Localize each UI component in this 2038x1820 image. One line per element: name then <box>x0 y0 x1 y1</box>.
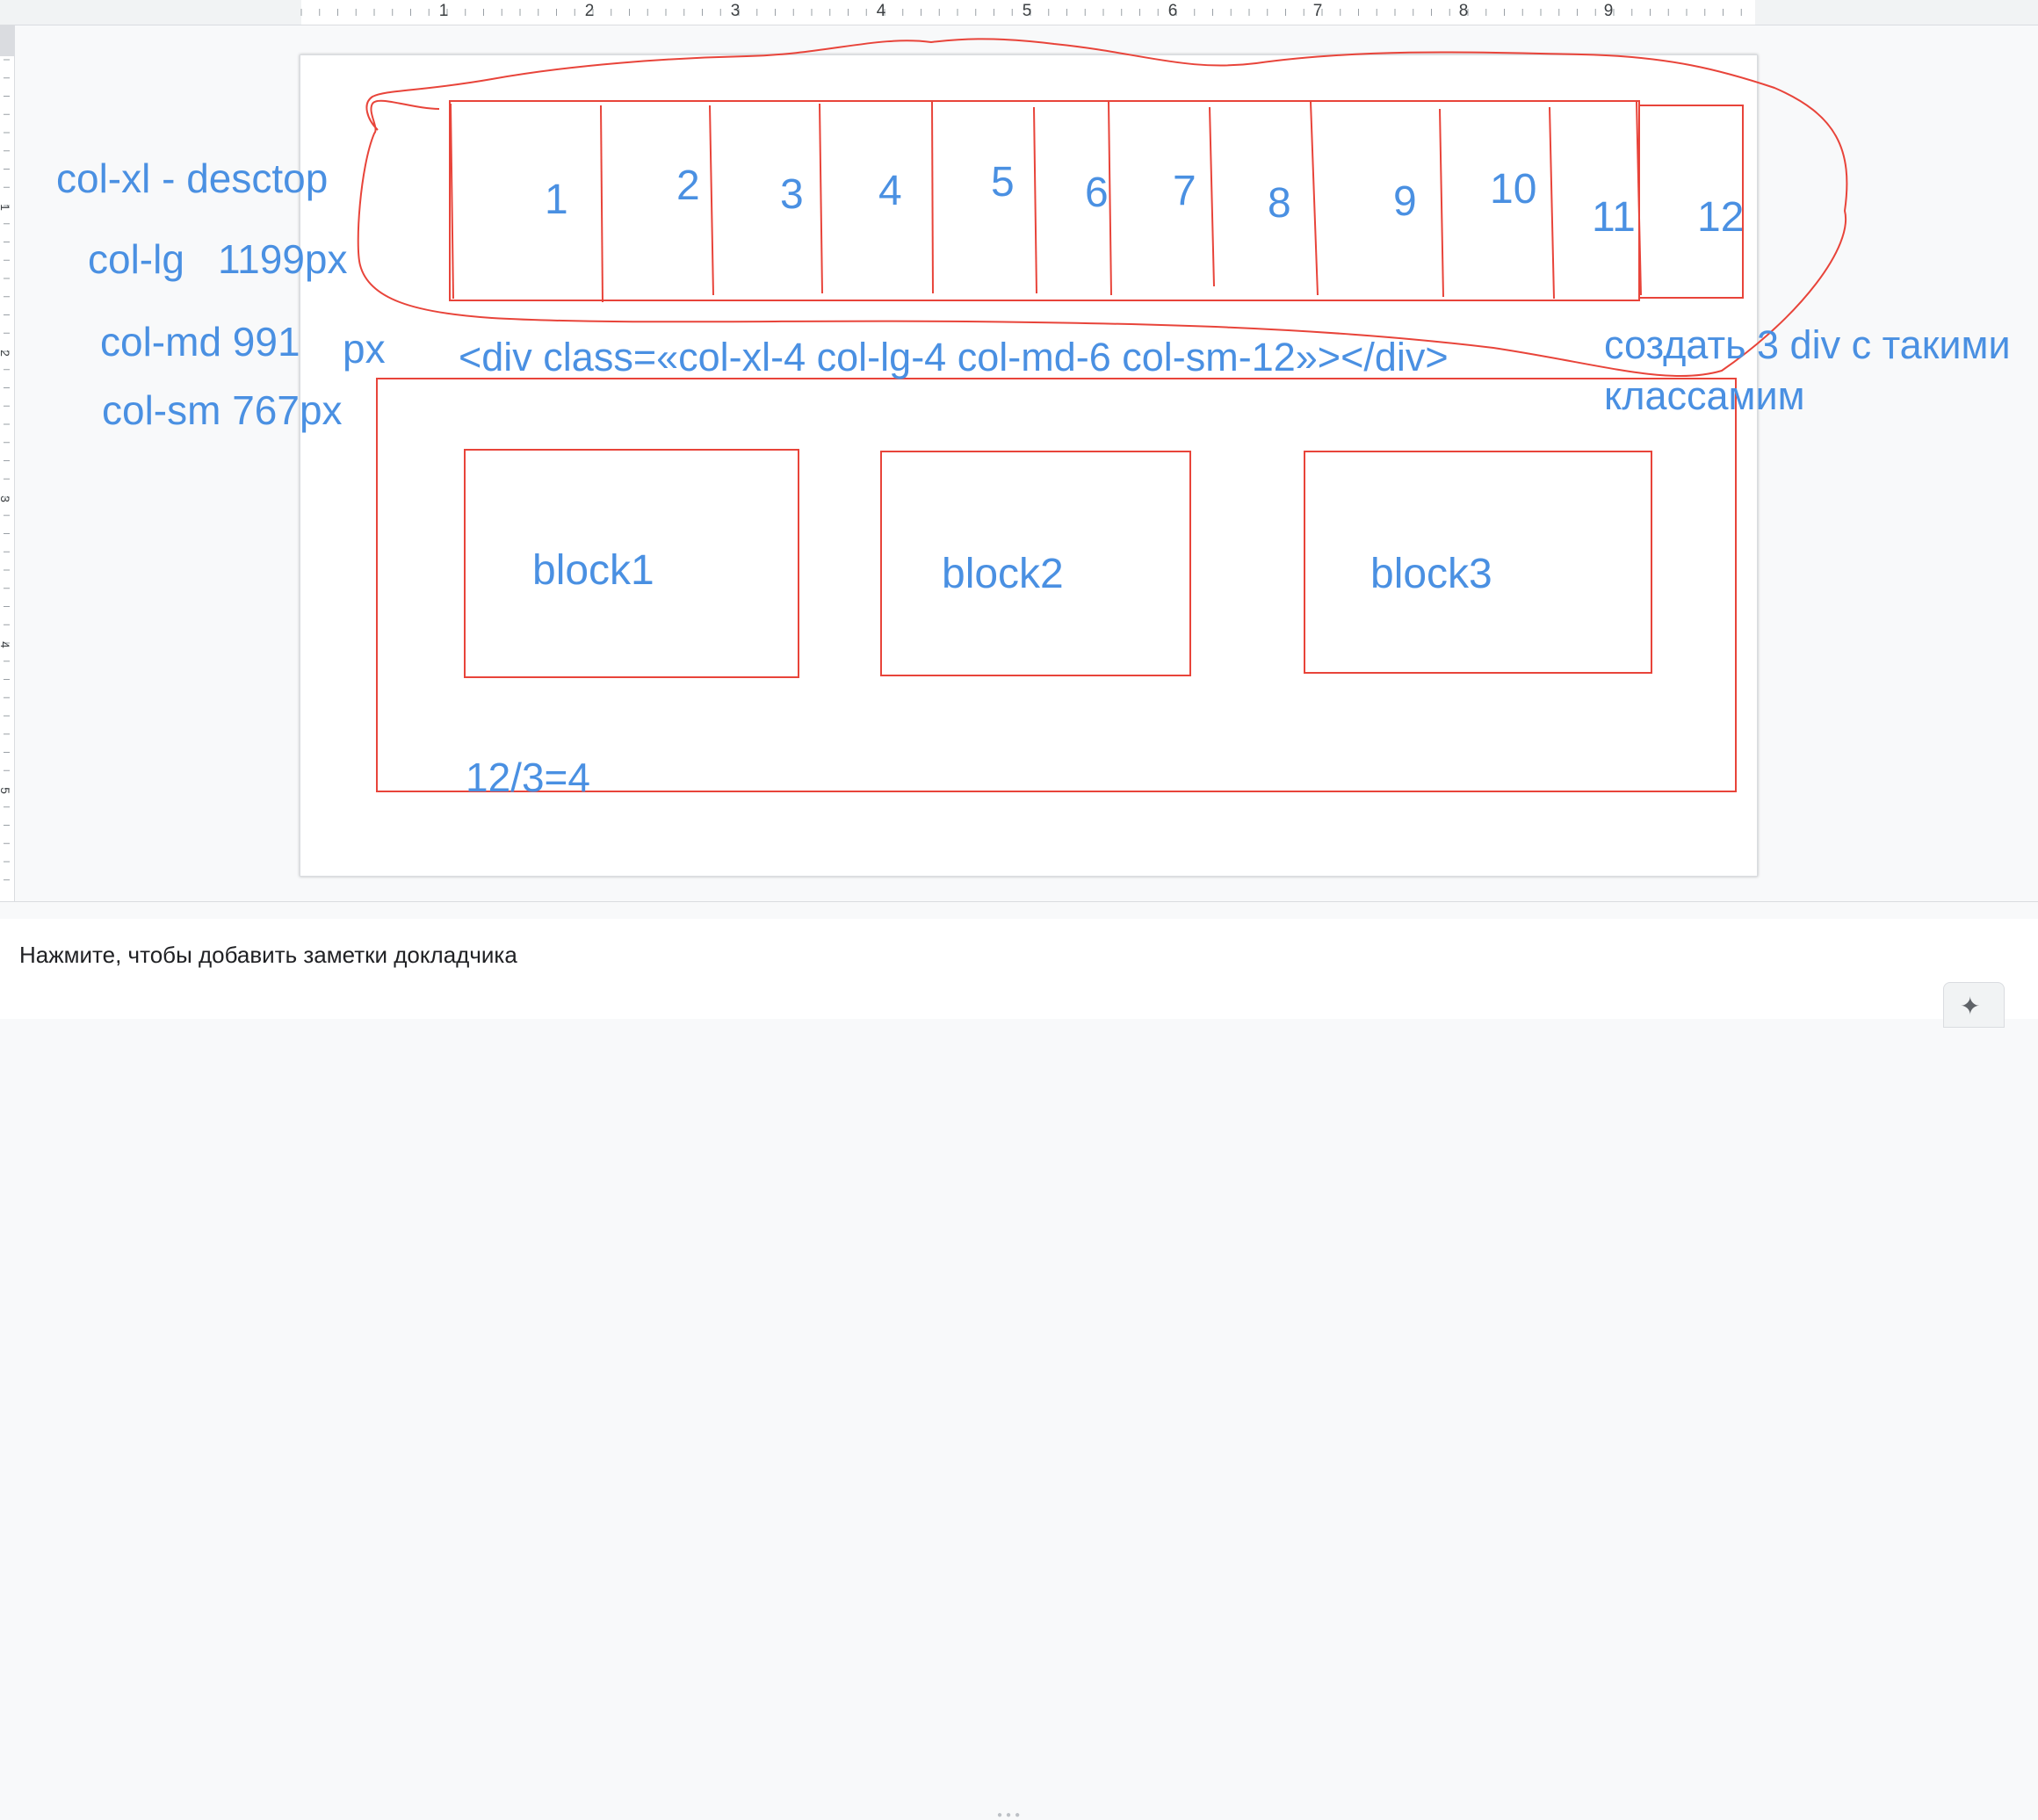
ruler-number: 2 <box>584 2 595 20</box>
vertical-ruler-ticks <box>4 59 10 881</box>
grid-number: 3 <box>780 171 804 218</box>
grid-number: 9 <box>1393 178 1417 225</box>
grid-number: 2 <box>676 162 700 209</box>
grid-number: 7 <box>1173 168 1196 214</box>
grid-number: 12 <box>1697 194 1745 241</box>
drag-dots-icon[interactable]: ●●● <box>997 1810 1024 1820</box>
instruction-line-2: классамим <box>1604 373 1805 418</box>
sparkle-icon: ✦ <box>1960 993 1981 1020</box>
ruler-number: 4 <box>876 2 886 20</box>
horizontal-ruler-active-area <box>301 0 1755 25</box>
breakpoint-md-unit: px <box>343 326 386 372</box>
ruler-number: 2 <box>0 350 12 357</box>
ruler-number: 7 <box>1312 2 1323 20</box>
breakpoint-sm-label: col-sm 767px <box>102 387 343 433</box>
breakpoint-md-label: col-md 991 <box>100 319 300 365</box>
instruction-line-1: создать 3 div с такими <box>1604 322 2011 367</box>
breakpoint-lg-label: col-lg <box>88 236 184 282</box>
ruler-number: 5 <box>0 787 12 794</box>
ruler-number: 9 <box>1603 2 1614 20</box>
formula-text: 12/3=4 <box>466 755 590 800</box>
breakpoint-xl-label: col-xl - desctop <box>56 155 329 201</box>
ruler-number: 3 <box>0 495 12 502</box>
speaker-notes-placeholder[interactable]: Нажмите, чтобы добавить заметки докладчи… <box>19 942 517 968</box>
grid-number: 4 <box>878 168 902 214</box>
block1-label: block1 <box>532 547 654 594</box>
ruler-number: 6 <box>1167 2 1178 20</box>
grid-number: 11 <box>1592 194 1636 241</box>
ruler-number: 1 <box>438 2 449 20</box>
block2-label: block2 <box>942 551 1064 597</box>
ruler-number: 1 <box>0 204 12 211</box>
notes-resize-handle[interactable]: ●●● <box>0 901 2038 1820</box>
grid-number: 5 <box>991 159 1015 206</box>
vertical-ruler-head <box>0 25 14 56</box>
grid-number: 1 <box>545 177 568 223</box>
block3-label: block3 <box>1370 551 1492 597</box>
ruler-number: 4 <box>0 641 12 648</box>
grid-number: 8 <box>1268 180 1291 227</box>
notes-assist-button[interactable]: ✦ <box>1943 982 2005 1028</box>
grid-number: 6 <box>1085 170 1109 216</box>
slide-canvas[interactable] <box>300 54 1758 877</box>
speaker-notes-panel[interactable] <box>0 919 2038 1019</box>
vertical-ruler: 1 2 3 4 5 <box>0 25 15 901</box>
breakpoint-lg-value: 1199px <box>218 236 348 282</box>
ruler-number: 8 <box>1458 2 1469 20</box>
ruler-number: 5 <box>1022 2 1032 20</box>
grid-number: 10 <box>1490 166 1537 213</box>
horizontal-ruler-ticks <box>300 9 1742 16</box>
ruler-number: 3 <box>730 2 741 20</box>
code-line: <div class=«col-xl-4 col-lg-4 col-md-6 c… <box>459 335 1449 379</box>
horizontal-ruler: 1 2 3 4 5 6 7 8 9 <box>0 0 2038 25</box>
